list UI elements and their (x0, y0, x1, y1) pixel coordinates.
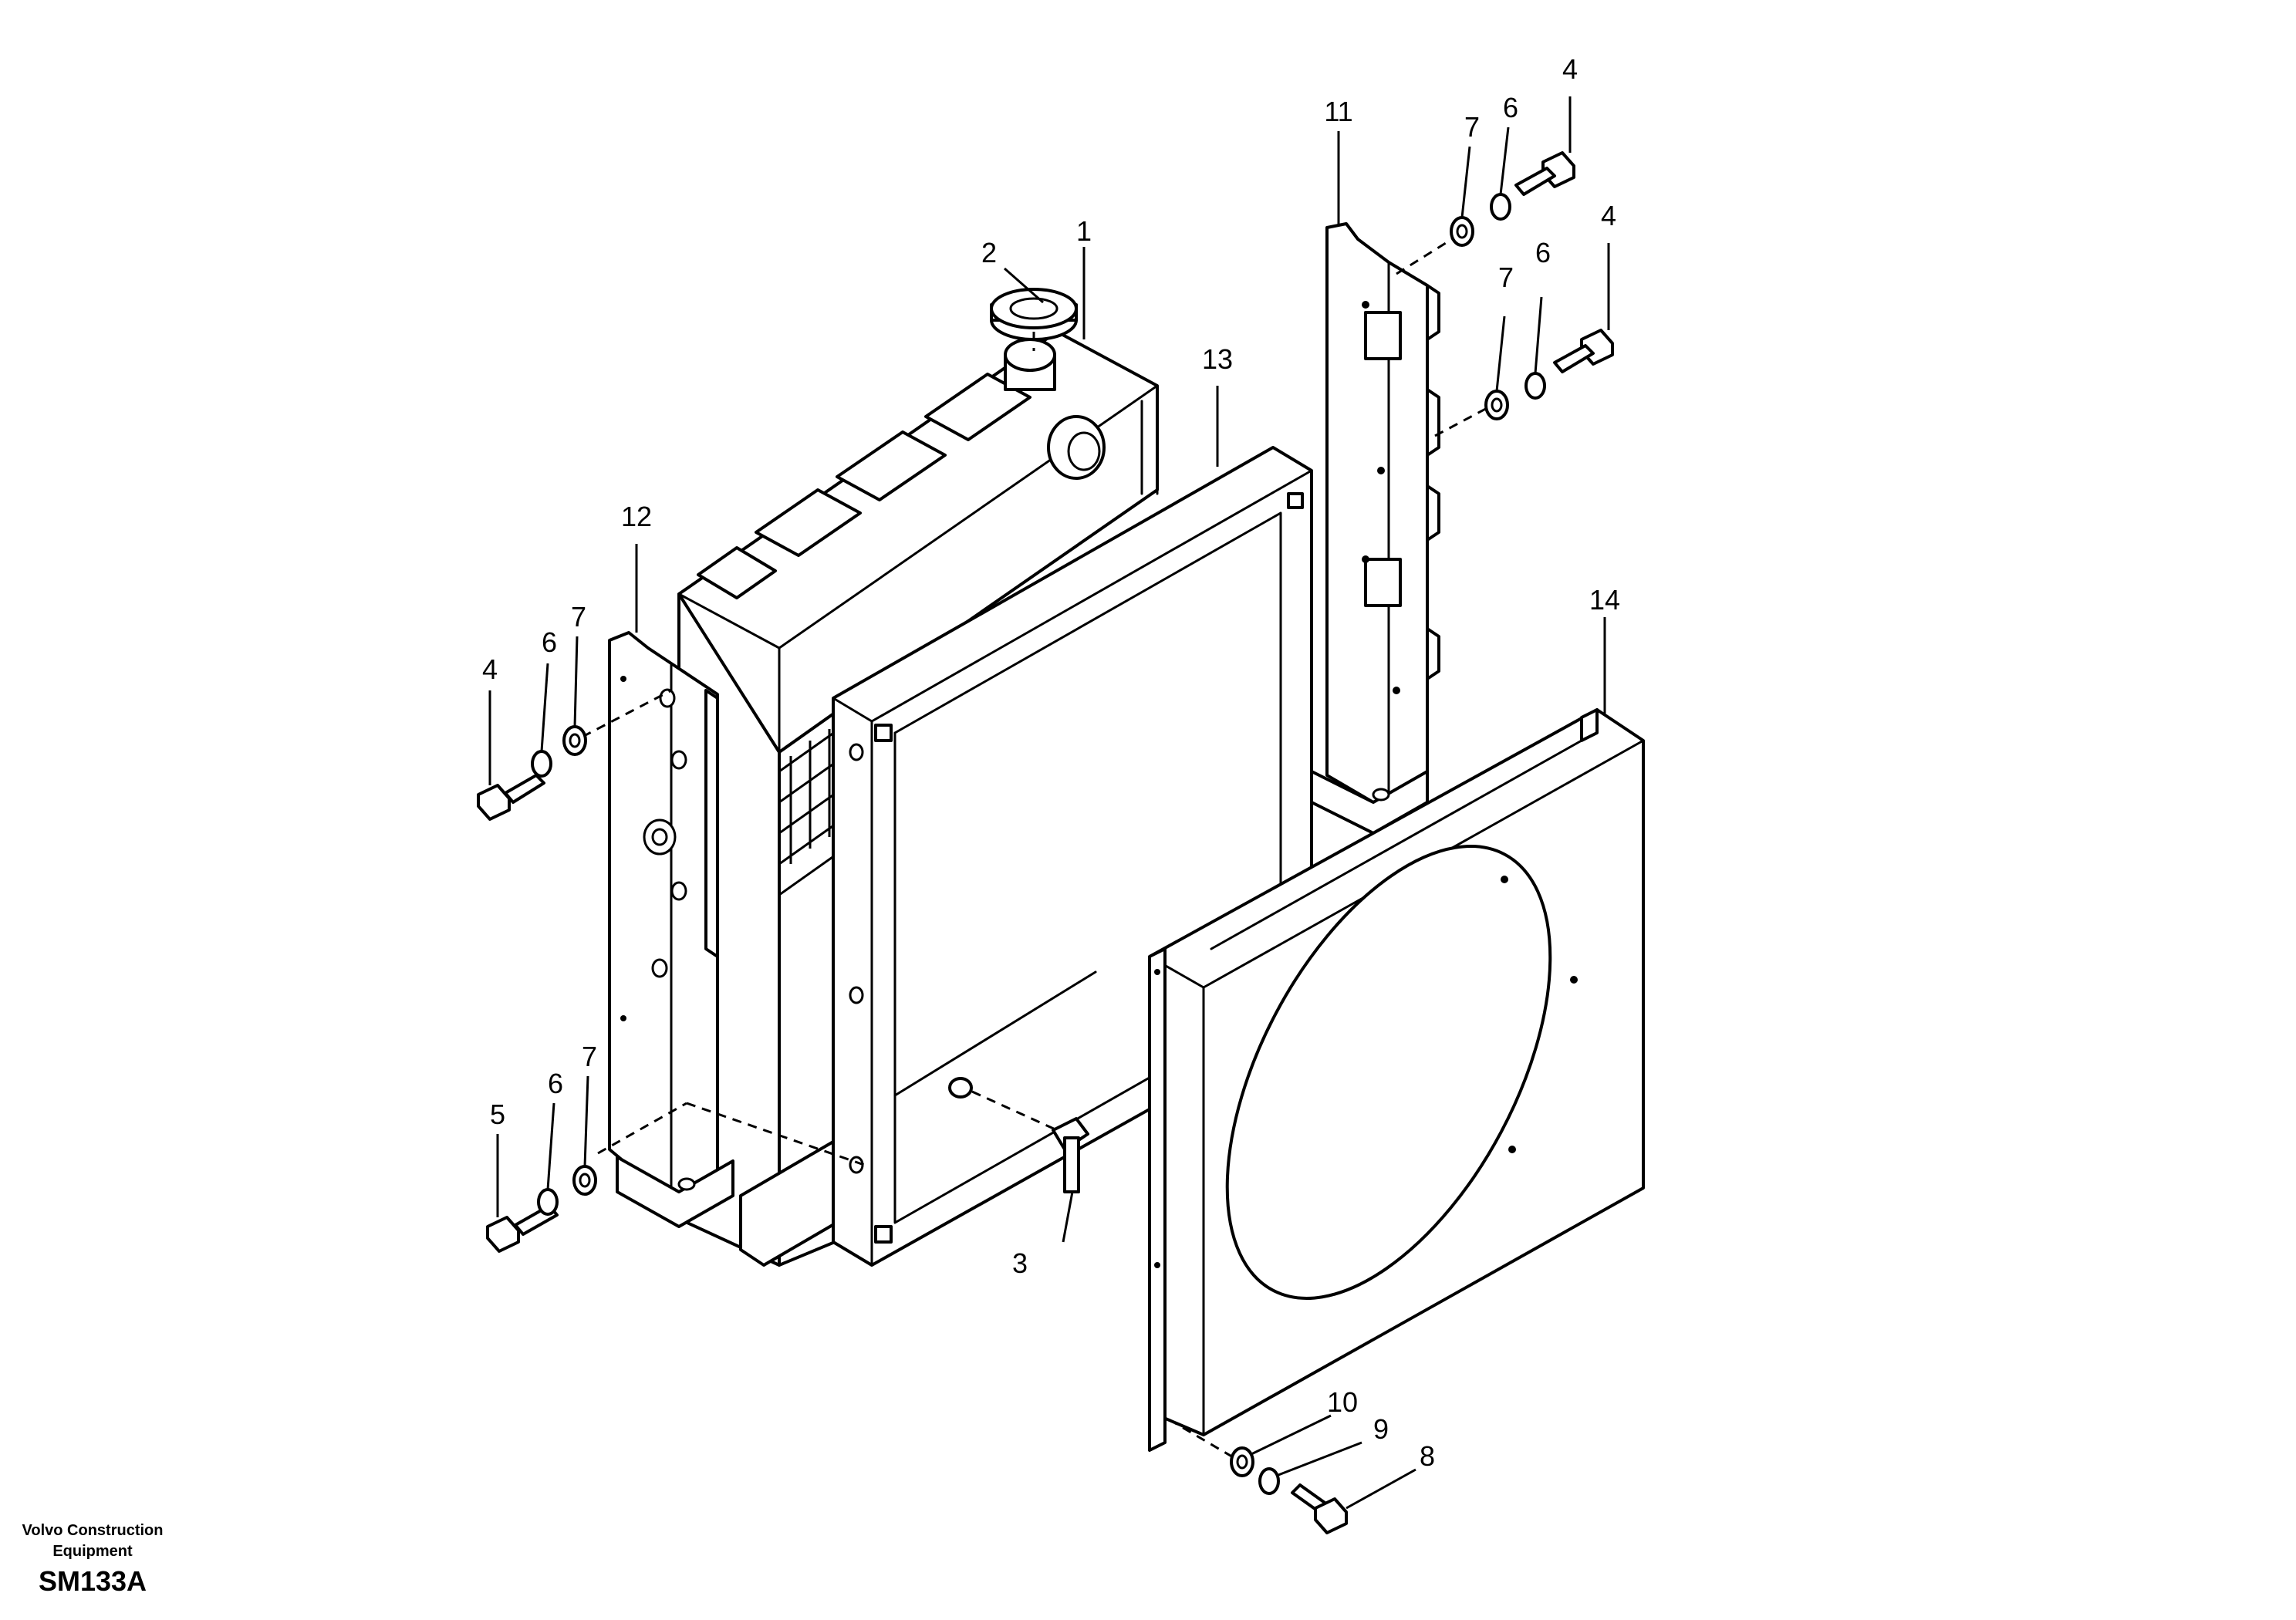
bolt-4-right-middle (1553, 329, 1614, 373)
callout-14: 14 (1589, 584, 1620, 616)
callout-6-lower: 6 (548, 1068, 563, 1099)
brand-footer: Volvo Construction Equipment SM133A (22, 1522, 164, 1597)
spring-washer-6-right-upper (1490, 193, 1511, 221)
radiator-cap (990, 288, 1078, 351)
callout-8: 8 (1420, 1440, 1435, 1472)
callout-6-right-middle: 6 (1535, 237, 1551, 268)
spring-washer-6-lower (537, 1188, 559, 1216)
bolt-4-left (477, 774, 545, 821)
callout-10: 10 (1327, 1386, 1358, 1418)
callout-2: 2 (981, 237, 997, 268)
drawing-code: SM133A (39, 1565, 147, 1597)
callout-3: 3 (1012, 1247, 1028, 1279)
spring-washer-6-right-middle (1524, 372, 1546, 400)
company-name-line1: Volvo Construction (22, 1522, 164, 1539)
callout-7-right-upper: 7 (1464, 111, 1480, 143)
callout-9: 9 (1373, 1413, 1389, 1445)
spring-washer-6-left (531, 750, 552, 778)
company-name-line2: Equipment (52, 1543, 133, 1560)
fasteners (477, 151, 1614, 1534)
bolt-8 (1291, 1483, 1348, 1534)
callout-12: 12 (621, 501, 652, 532)
left-side-bracket (582, 631, 865, 1228)
fan-shroud (1148, 708, 1645, 1460)
right-side-bracket (1310, 222, 1494, 835)
leader-lines (488, 96, 1610, 1510)
drain-valve (948, 1077, 1089, 1193)
callout-7-lower: 7 (582, 1041, 597, 1072)
callout-5: 5 (490, 1099, 505, 1130)
callout-13: 13 (1202, 343, 1233, 375)
callout-4-left: 4 (482, 653, 498, 685)
spring-washer-9 (1258, 1467, 1280, 1495)
callout-11: 11 (1324, 96, 1352, 127)
callout-6-left: 6 (542, 626, 557, 658)
callout-4-right-middle: 4 (1601, 200, 1616, 231)
callout-1: 1 (1076, 215, 1092, 247)
bolt-4-right-upper (1514, 151, 1575, 196)
callout-6-right-upper: 6 (1503, 92, 1518, 123)
callout-7-left: 7 (571, 601, 586, 633)
callout-4-right-upper: 4 (1562, 53, 1578, 85)
callout-labels: 1 2 3 13 11 12 14 4 6 7 5 6 7 4 6 7 4 6 … (482, 53, 1620, 1472)
callout-7-right-middle: 7 (1498, 262, 1514, 293)
